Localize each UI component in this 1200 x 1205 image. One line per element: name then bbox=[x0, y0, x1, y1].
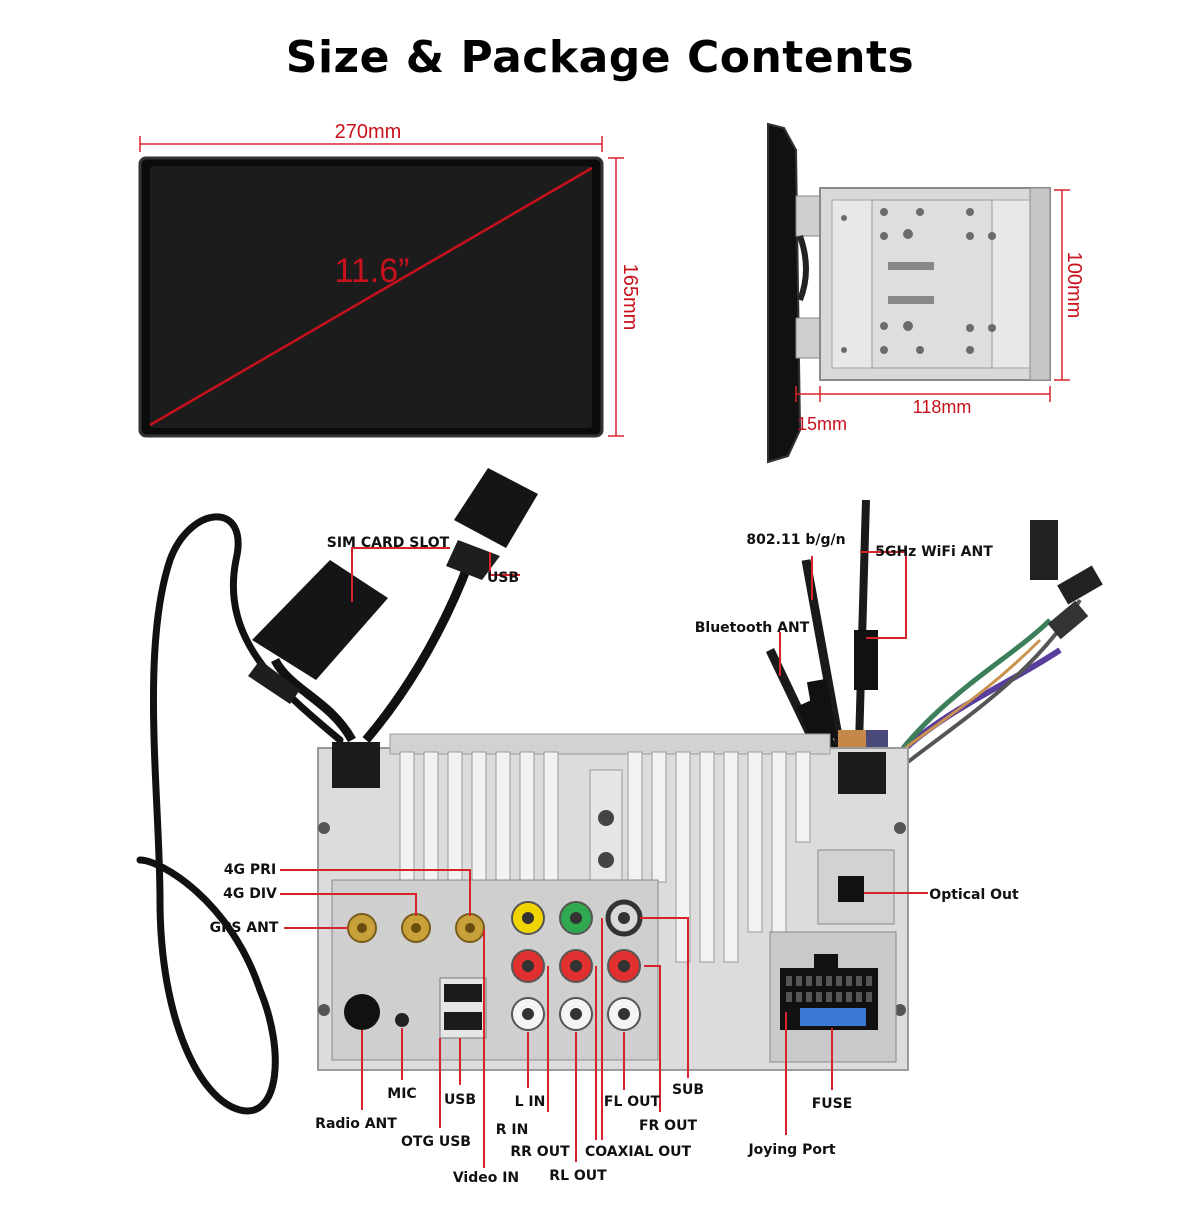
label-mic: MIC bbox=[387, 1086, 416, 1102]
label-gps-ant: GPS ANT bbox=[210, 920, 279, 936]
diagonal-line bbox=[149, 166, 593, 427]
radio-ant-port bbox=[344, 994, 380, 1030]
label-sim-card-slot: SIM CARD SLOT bbox=[327, 535, 450, 551]
label-wifi-5: 5GHz WiFi ANT bbox=[875, 544, 993, 560]
chassis-height-label: 100mm bbox=[1063, 252, 1085, 319]
label-l-in: L IN bbox=[515, 1094, 546, 1110]
pri-4g-connector bbox=[455, 913, 485, 943]
label-wifi-24: 802.11 b/g/n bbox=[746, 532, 845, 548]
label-optical-out: Optical Out bbox=[929, 887, 1019, 903]
leader-lines bbox=[280, 547, 928, 1168]
long-cable bbox=[136, 513, 344, 1115]
height-label: 165mm bbox=[619, 264, 641, 331]
diagonal-label: 11.6” bbox=[335, 252, 410, 290]
side-view bbox=[767, 122, 1051, 464]
width-label: 270mm bbox=[335, 121, 402, 143]
label-sub: SUB bbox=[672, 1082, 704, 1098]
label-otg-usb: OTG USB bbox=[401, 1134, 471, 1150]
usb-ports bbox=[439, 977, 487, 1039]
label-r-in: R IN bbox=[496, 1122, 529, 1138]
chassis-height-dimension-line bbox=[1054, 189, 1070, 381]
label-4g-div: 4G DIV bbox=[223, 886, 277, 902]
label-fr-out: FR OUT bbox=[639, 1118, 697, 1134]
label-fl-out: FL OUT bbox=[604, 1094, 661, 1110]
width-dimension-line bbox=[139, 136, 603, 152]
sim-cable bbox=[270, 657, 356, 743]
usb-cable bbox=[362, 558, 475, 743]
label-usb-cable: USB bbox=[487, 570, 519, 586]
fuse-block bbox=[800, 1008, 866, 1026]
rca-jacks bbox=[511, 899, 643, 1031]
div-4g-connector bbox=[401, 913, 431, 943]
usb-connector bbox=[446, 468, 538, 580]
height-dimension-line bbox=[608, 157, 624, 437]
page-title: Size & Package Contents bbox=[285, 32, 915, 83]
label-fuse: FUSE bbox=[812, 1096, 853, 1112]
depth-front-label: 15mm bbox=[797, 414, 847, 434]
label-coaxial-out: COAXIAL OUT bbox=[585, 1144, 692, 1160]
gps-connector bbox=[347, 913, 377, 943]
label-radio-ant: Radio ANT bbox=[315, 1116, 397, 1132]
label-rl-out: RL OUT bbox=[549, 1168, 607, 1184]
depth-body-label: 118mm bbox=[913, 397, 972, 417]
mic-port bbox=[395, 1013, 409, 1027]
joying-port-connector bbox=[780, 954, 878, 1030]
screen-front-view bbox=[138, 156, 604, 438]
label-video-in: Video IN bbox=[453, 1170, 519, 1186]
label-4g-pri: 4G PRI bbox=[224, 862, 276, 878]
label-usb: USB bbox=[444, 1092, 476, 1108]
label-rr-out: RR OUT bbox=[510, 1144, 570, 1160]
depth-dimension-lines bbox=[795, 386, 1051, 402]
optical-port bbox=[838, 876, 864, 902]
label-bluetooth: Bluetooth ANT bbox=[695, 620, 810, 636]
sim-card-adapter bbox=[248, 560, 388, 704]
label-joying-port: Joying Port bbox=[747, 1142, 835, 1158]
